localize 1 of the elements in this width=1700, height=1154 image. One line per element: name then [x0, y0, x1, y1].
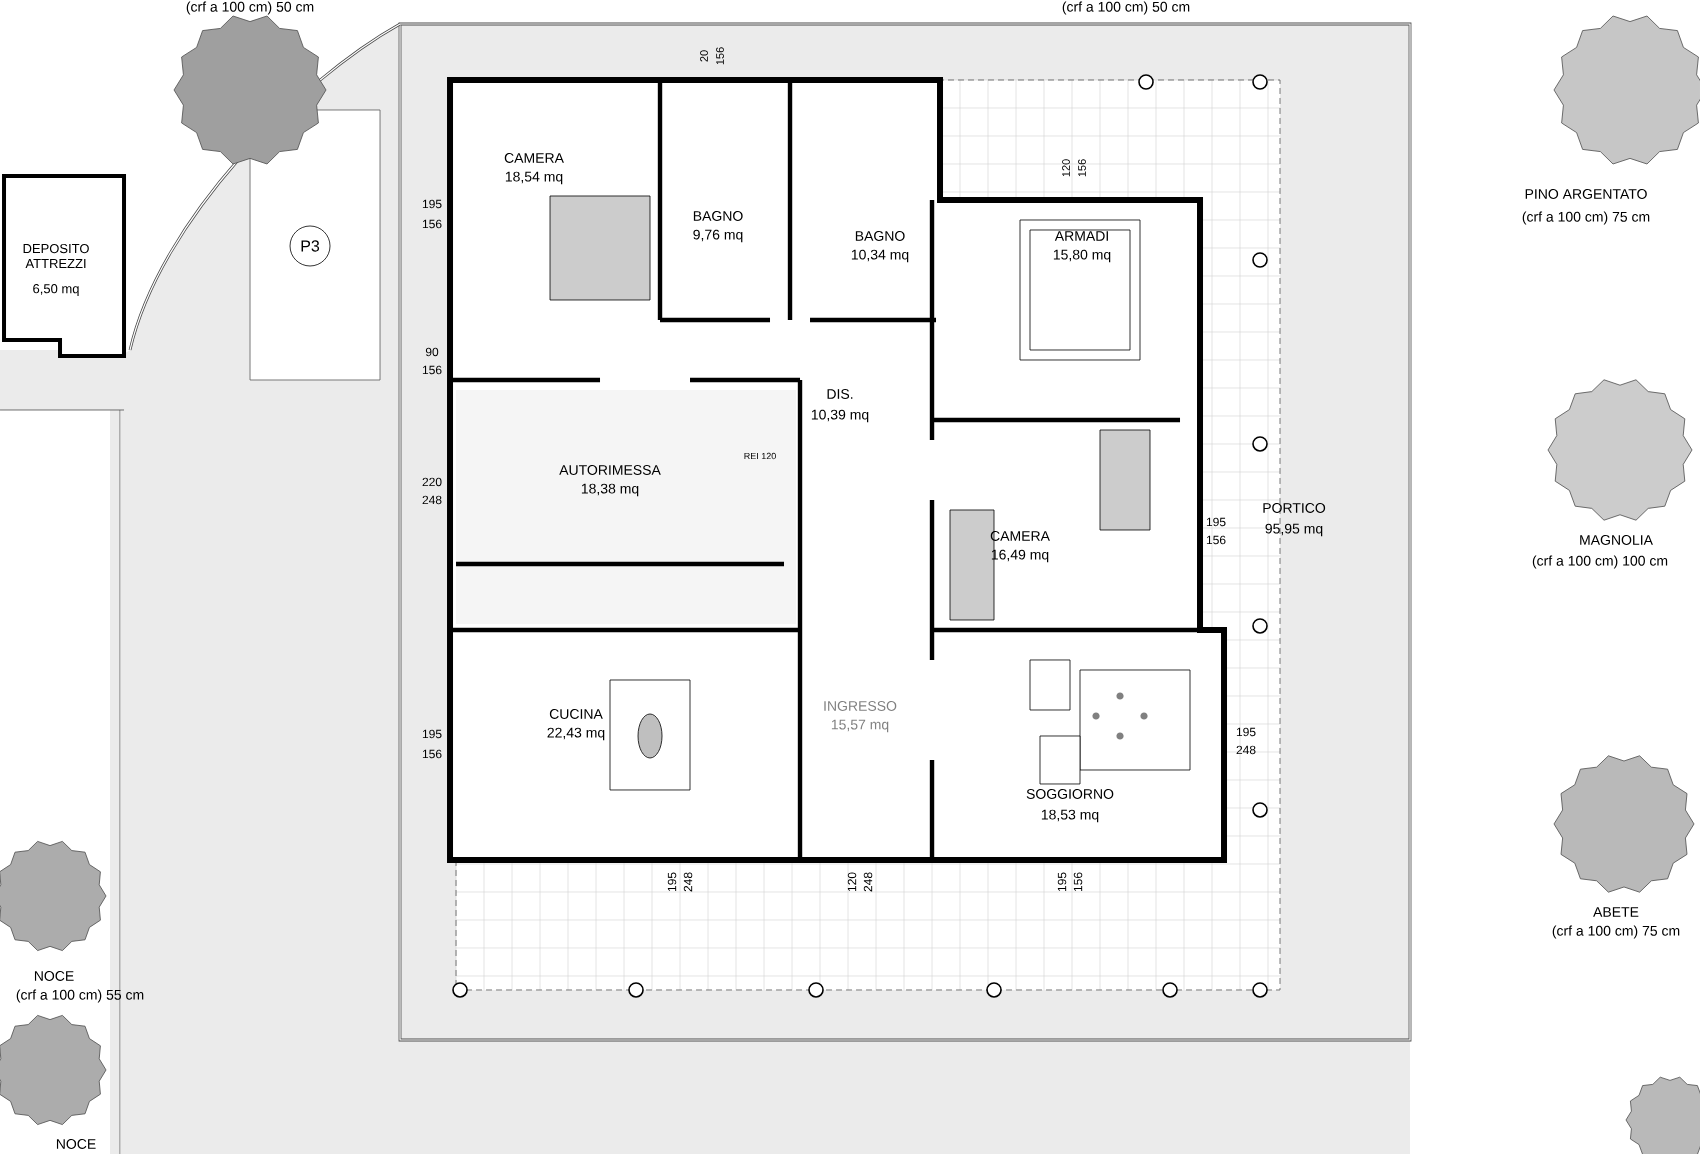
parking-number: P3 — [301, 240, 320, 252]
